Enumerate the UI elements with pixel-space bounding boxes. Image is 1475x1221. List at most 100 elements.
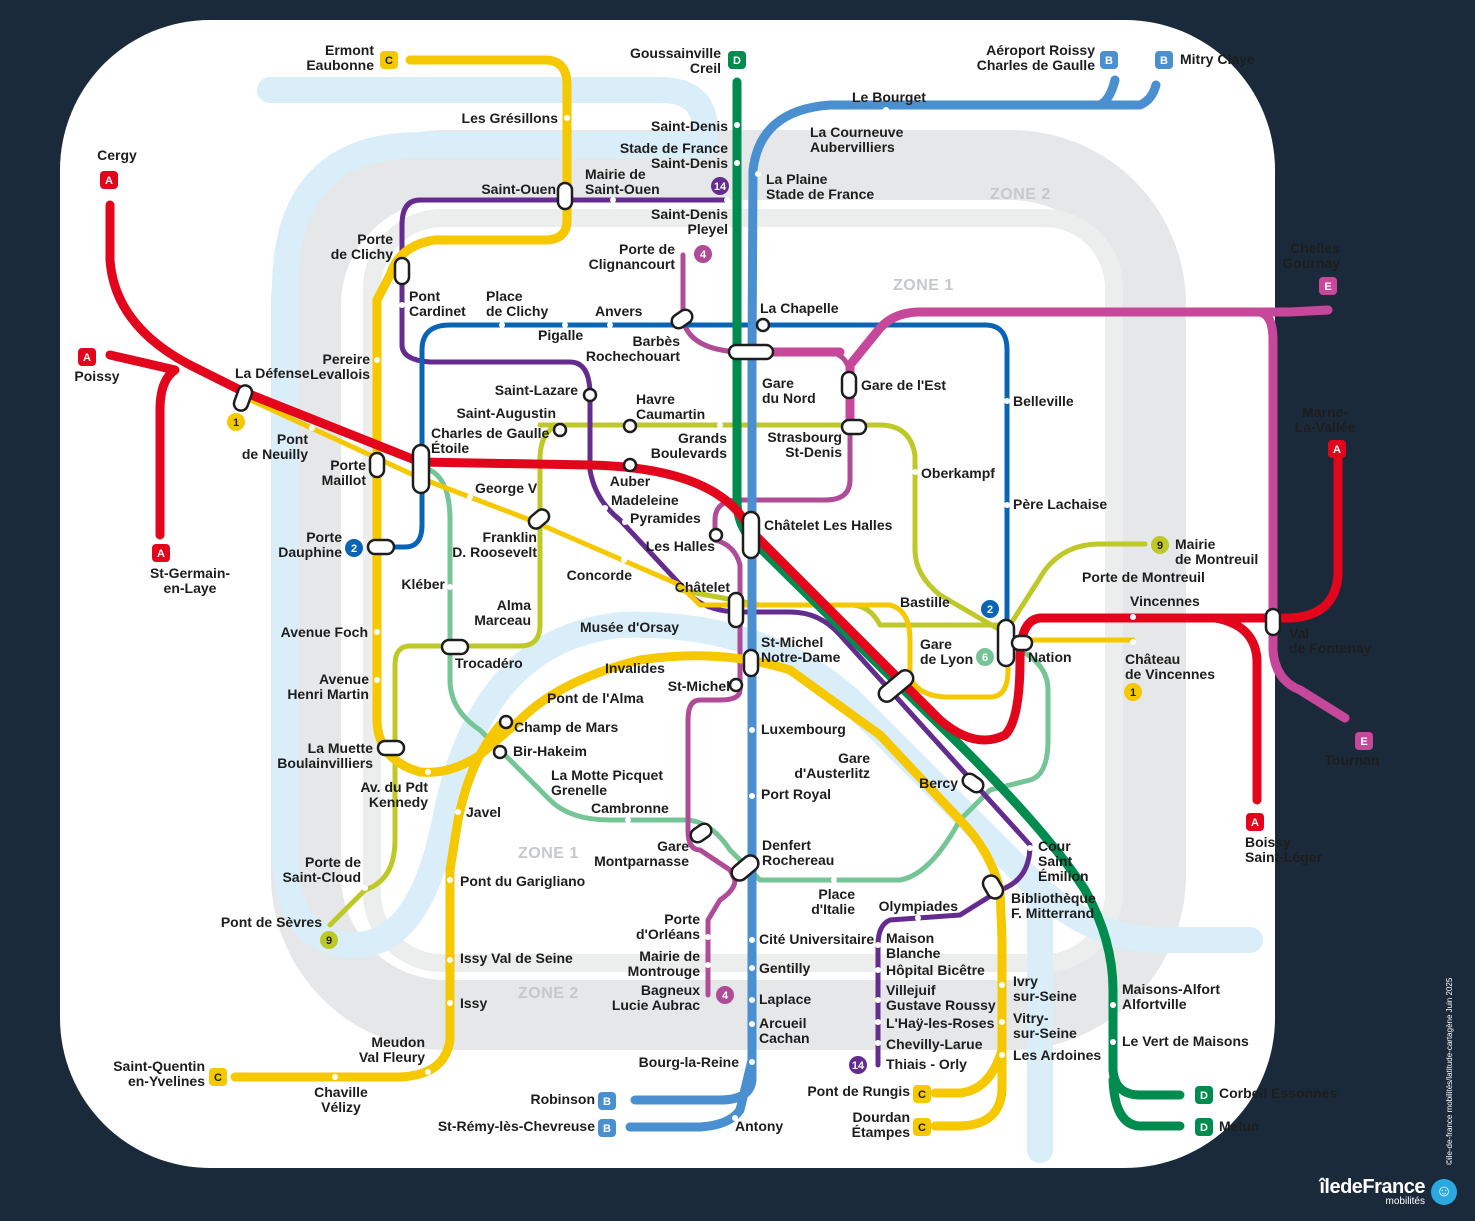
interchange-chatelet-les-halles: [741, 510, 761, 560]
interchange-saint-augustin: [552, 422, 568, 438]
station-label-la-chapelle: La Chapelle: [760, 300, 839, 316]
logo-person-icon: ☺: [1431, 1179, 1457, 1205]
interchange-la-defense: [232, 384, 254, 412]
terminal-label-rer-a-cergy: Cergy: [97, 147, 137, 163]
station-label-musee-orsay: Musée d'Orsay: [580, 619, 679, 635]
station-label-olympiades: Olympiades: [879, 898, 959, 914]
rer-d-badge-rer-d-melun: [1195, 1118, 1213, 1136]
metro-badge-m2-east: [981, 600, 999, 618]
interchange-bercy: [961, 772, 985, 794]
rer-b-badge-rer-b-cdg: [1100, 51, 1118, 69]
station-label-cambronne: Cambronne: [591, 800, 669, 816]
metro-badge-m1-west: [227, 413, 245, 431]
station-label-chevilly: Chevilly-Larue: [886, 1036, 983, 1052]
rer-a-badge-rer-a-stgermain: [152, 544, 170, 562]
interchange-porte-dauphine: [366, 538, 396, 556]
station-label-anvers: Anvers: [595, 303, 643, 319]
interchange-champ-de-mars: [498, 714, 514, 730]
station-label-trocadero: Trocadéro: [455, 655, 523, 671]
metro-badge-m6-east: [976, 648, 994, 666]
station-label-issy: Issy: [460, 995, 487, 1011]
rer-e-badge-rer-e-chelles: [1319, 277, 1337, 295]
station-label-champ-de-mars: Champ de Mars: [514, 719, 618, 735]
station-label-saint-lazare: Saint-Lazare: [495, 382, 578, 398]
interchange-saint-lazare: [582, 387, 598, 403]
interchange-havre: [622, 418, 638, 434]
metro-badge-m14-north: [711, 177, 729, 195]
rer-badge-letter-rer-c-dourdan: C: [918, 1122, 926, 1134]
metro-badge-number-m14-north: 14: [714, 181, 727, 193]
rer-badge-letter-rer-c-rungis: C: [918, 1089, 926, 1101]
interchange-etoile: [411, 443, 431, 495]
station-label-avenue-foch: Avenue Foch: [281, 624, 368, 640]
rer-b-badge-rer-b-mitry: [1155, 51, 1173, 69]
rer-a-badge-rer-a-marne: [1328, 440, 1346, 458]
interchange-porte-de-clichy: [393, 256, 411, 286]
interchange-gare-du-nord: [727, 343, 775, 361]
interchange-porte-maillot: [368, 451, 386, 479]
logo-main-text: îledeFrance: [1319, 1176, 1425, 1198]
rer-a-badge-rer-a-boissy: [1246, 813, 1264, 831]
station-label-bastille: Bastille: [900, 594, 950, 610]
station-label-pont-du-garigliano: Pont du Garigliano: [460, 873, 585, 889]
rer-badge-letter-rer-d-melun: D: [1200, 1122, 1208, 1134]
rer-b-badge-rer-b-robinson: [598, 1092, 616, 1110]
rer-a-badge-rer-a-cergy: [100, 171, 118, 189]
station-label-cite-universitaire: Cité Universitaire: [759, 931, 874, 947]
interchange-nation-2: [1010, 634, 1034, 652]
interchange-la-chapelle: [755, 317, 771, 333]
metro-badge-m9-east: [1151, 536, 1169, 554]
metro-badge-m9-west: [320, 931, 338, 949]
rer-e-badge-rer-e-tournan: [1355, 732, 1373, 750]
station-label-porte-montreuil: Porte de Montreuil: [1082, 569, 1205, 585]
station-label-les-halles: Les Halles: [646, 538, 715, 554]
credit-text: ©ile-de-france mobilités/latitude-cartag…: [1445, 977, 1454, 1165]
station-label-antony: Antony: [735, 1118, 783, 1134]
rer-badge-letter-rer-b-mitry: B: [1160, 55, 1168, 67]
terminal-label-rer-c-rungis: Pont de Rungis: [807, 1083, 910, 1099]
rer-c-badge-rer-c-dourdan: [913, 1118, 931, 1136]
rer-d-badge-rer-d-goussainville: [728, 51, 746, 69]
zone-1-band: [363, 209, 1123, 972]
terminal-label-rer-e-tournan: Tournan: [1325, 752, 1380, 768]
rer-badge-letter-rer-d-corbeil: D: [1200, 1090, 1208, 1102]
metro-badge-m2-west: [345, 539, 363, 557]
terminal-label-rer-b-robinson: Robinson: [530, 1091, 595, 1107]
station-label-chatelet-les-halles: Châtelet Les Halles: [764, 517, 893, 533]
interchange-saint-ouen: [556, 181, 574, 211]
logo-sub-text: mobilités: [1385, 1196, 1425, 1207]
station-label-gentilly: Gentilly: [759, 960, 811, 976]
rer-a-badge-rer-a-poissy: [78, 348, 96, 366]
terminal-label-rer-d-corbeil: Corbeil Essonnes: [1219, 1085, 1337, 1101]
metro-badge-m1-east: [1124, 683, 1142, 701]
rer-c-badge-rer-c-stquentin: [209, 1068, 227, 1086]
metro-4-line: [680, 252, 853, 998]
metro-badge-m4-south: [716, 986, 734, 1004]
rer-badge-letter-rer-a-boissy: A: [1251, 817, 1259, 829]
zone-bands: [271, 130, 1186, 1050]
station-label-madeleine: Madeleine: [611, 492, 679, 508]
interchange-gare-de-lyon: [877, 669, 915, 703]
station-label-les-ardoines: Les Ardoines: [1013, 1047, 1101, 1063]
station-label-saint-ouen: Saint-Ouen: [481, 181, 556, 197]
